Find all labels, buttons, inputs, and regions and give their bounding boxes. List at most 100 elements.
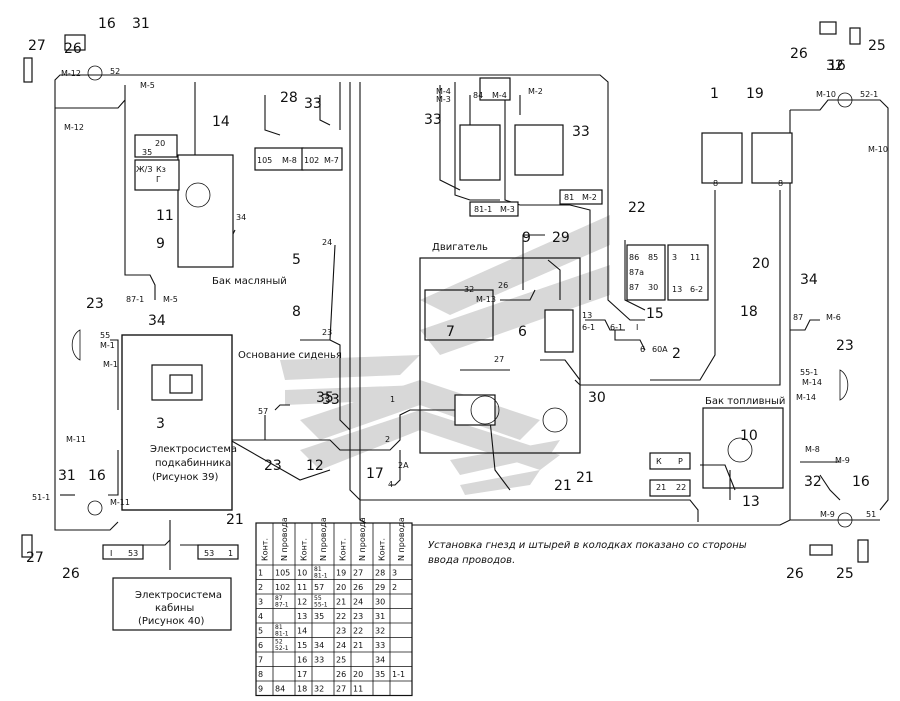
- wire-mark-label: 30: [648, 283, 658, 292]
- wire-mark-label: Кз: [156, 165, 166, 174]
- wire-mark-label: 57: [258, 407, 268, 416]
- light-16-tl: [87, 65, 103, 81]
- part-label: 26: [786, 566, 804, 582]
- wire-mark-label: 60A: [652, 345, 668, 354]
- part-label: 29: [552, 230, 570, 246]
- wire-mark-label: 86: [629, 253, 639, 262]
- captions: Двигатель Бак масляный Основание сиденья…: [135, 242, 785, 627]
- part-label: 33: [304, 96, 322, 112]
- wire-mark-label: 81: [564, 193, 574, 202]
- light-16-bl: [87, 500, 103, 516]
- table-cell: 2: [258, 583, 263, 592]
- part-label: 10: [740, 428, 758, 444]
- wire-mark-label: 13: [582, 311, 592, 320]
- part-label: 14: [212, 114, 230, 130]
- wire-mark-label: M-2: [582, 193, 597, 202]
- wire-mark-label: M-14: [796, 393, 816, 402]
- table-cell: 81: [314, 566, 322, 573]
- light-16-tr: [837, 92, 853, 108]
- wire-mark-label: M-9: [820, 510, 835, 519]
- engine-caption: Двигатель: [432, 242, 488, 253]
- table-cell: 20: [336, 583, 346, 592]
- sensor-6: [544, 309, 574, 353]
- components: [21, 21, 869, 631]
- fuel-tank-caption: Бак топливный: [705, 396, 785, 407]
- table-cell: 17: [297, 670, 307, 679]
- oil-tank-caption: Бак масляный: [212, 276, 287, 287]
- wire-mark-label: M-12: [64, 123, 84, 132]
- wire-mark-label: 2A: [398, 461, 409, 470]
- relay-22: [626, 244, 666, 301]
- part-label: 26: [62, 566, 80, 582]
- wire-mark-label: M-1: [103, 360, 118, 369]
- wire-mark-label: 85: [648, 253, 658, 262]
- note-line-2: ввода проводов.: [428, 555, 515, 566]
- wire-mark-label: 53: [204, 549, 214, 558]
- wire-mark-label: 51: [866, 510, 876, 519]
- engine-box: [419, 257, 581, 454]
- table-cell: 102: [275, 583, 290, 592]
- table-cell: 3: [258, 598, 263, 607]
- wire-mark-label: 34: [236, 213, 246, 222]
- part-label: 19: [746, 86, 764, 102]
- cab-caption-3: (Рисунок 40): [138, 616, 204, 627]
- wire-mark-label: 8: [713, 179, 718, 188]
- wire-mark-label: 21: [656, 483, 666, 492]
- wire-mark-label: 51-1: [32, 493, 50, 502]
- table-cell: 52-1: [275, 645, 289, 652]
- part-label: 16: [852, 474, 870, 490]
- table-cell: 8: [258, 670, 263, 679]
- fan-30: [542, 407, 568, 433]
- battery-1: [701, 132, 743, 184]
- oil-tank-box: [177, 154, 234, 268]
- table-cell: 13: [297, 612, 307, 621]
- table-cell: 81-1: [275, 631, 289, 638]
- wire-mark-label: M-13: [476, 295, 496, 304]
- part-label: 7: [446, 324, 455, 340]
- table-header: Конт.: [339, 538, 348, 561]
- generator-box: [454, 394, 496, 426]
- table-cell: 10: [297, 569, 307, 578]
- table-cell: 87: [275, 595, 283, 602]
- part-label: 34: [800, 272, 818, 288]
- part-label: 16: [88, 468, 106, 484]
- table-cell: 26: [353, 583, 363, 592]
- wire-mark-label: Р: [678, 457, 683, 466]
- part-label: 15: [646, 306, 664, 322]
- part-label: 17: [366, 466, 384, 482]
- table-cell: 81: [275, 624, 283, 631]
- part-label: 5: [292, 252, 301, 268]
- table-header: Конт.: [261, 538, 270, 561]
- table-cell: 87-1: [275, 602, 289, 609]
- wire-mark-label: 13: [672, 285, 682, 294]
- table-cell: 18: [297, 685, 307, 694]
- table-cell: 32: [314, 685, 324, 694]
- table-cell: 29: [375, 583, 385, 592]
- wire-mark-label: M-8: [805, 445, 820, 454]
- wire-mark-label: Ж/З: [136, 165, 152, 174]
- table-cell: 27: [336, 685, 346, 694]
- table-header: N провода: [358, 517, 367, 561]
- wire-mark-label: 87: [629, 283, 639, 292]
- table-header: Конт.: [378, 538, 387, 561]
- wire-mark-label: M-12: [61, 69, 81, 78]
- part-label: 13: [742, 494, 760, 510]
- part-label: 1: [710, 86, 719, 102]
- lamp-23-right: [839, 369, 849, 401]
- part-label: 28: [280, 90, 298, 106]
- table-cell: 34: [314, 641, 324, 650]
- wire-mark-label: 102: [304, 156, 319, 165]
- wire-mark-label: I: [636, 323, 638, 332]
- table-header: N провода: [280, 517, 289, 561]
- table-header: N провода: [319, 517, 328, 561]
- table-cell: 84: [275, 685, 285, 694]
- table-cell: 1: [258, 569, 263, 578]
- wire-mark-label: M-5: [163, 295, 178, 304]
- wire-mark-label: 1: [228, 549, 233, 558]
- wire-mark-label: M-11: [66, 435, 86, 444]
- part-label: 23: [264, 458, 282, 474]
- seat-base-block: [121, 334, 233, 511]
- table-cell: 21: [353, 641, 363, 650]
